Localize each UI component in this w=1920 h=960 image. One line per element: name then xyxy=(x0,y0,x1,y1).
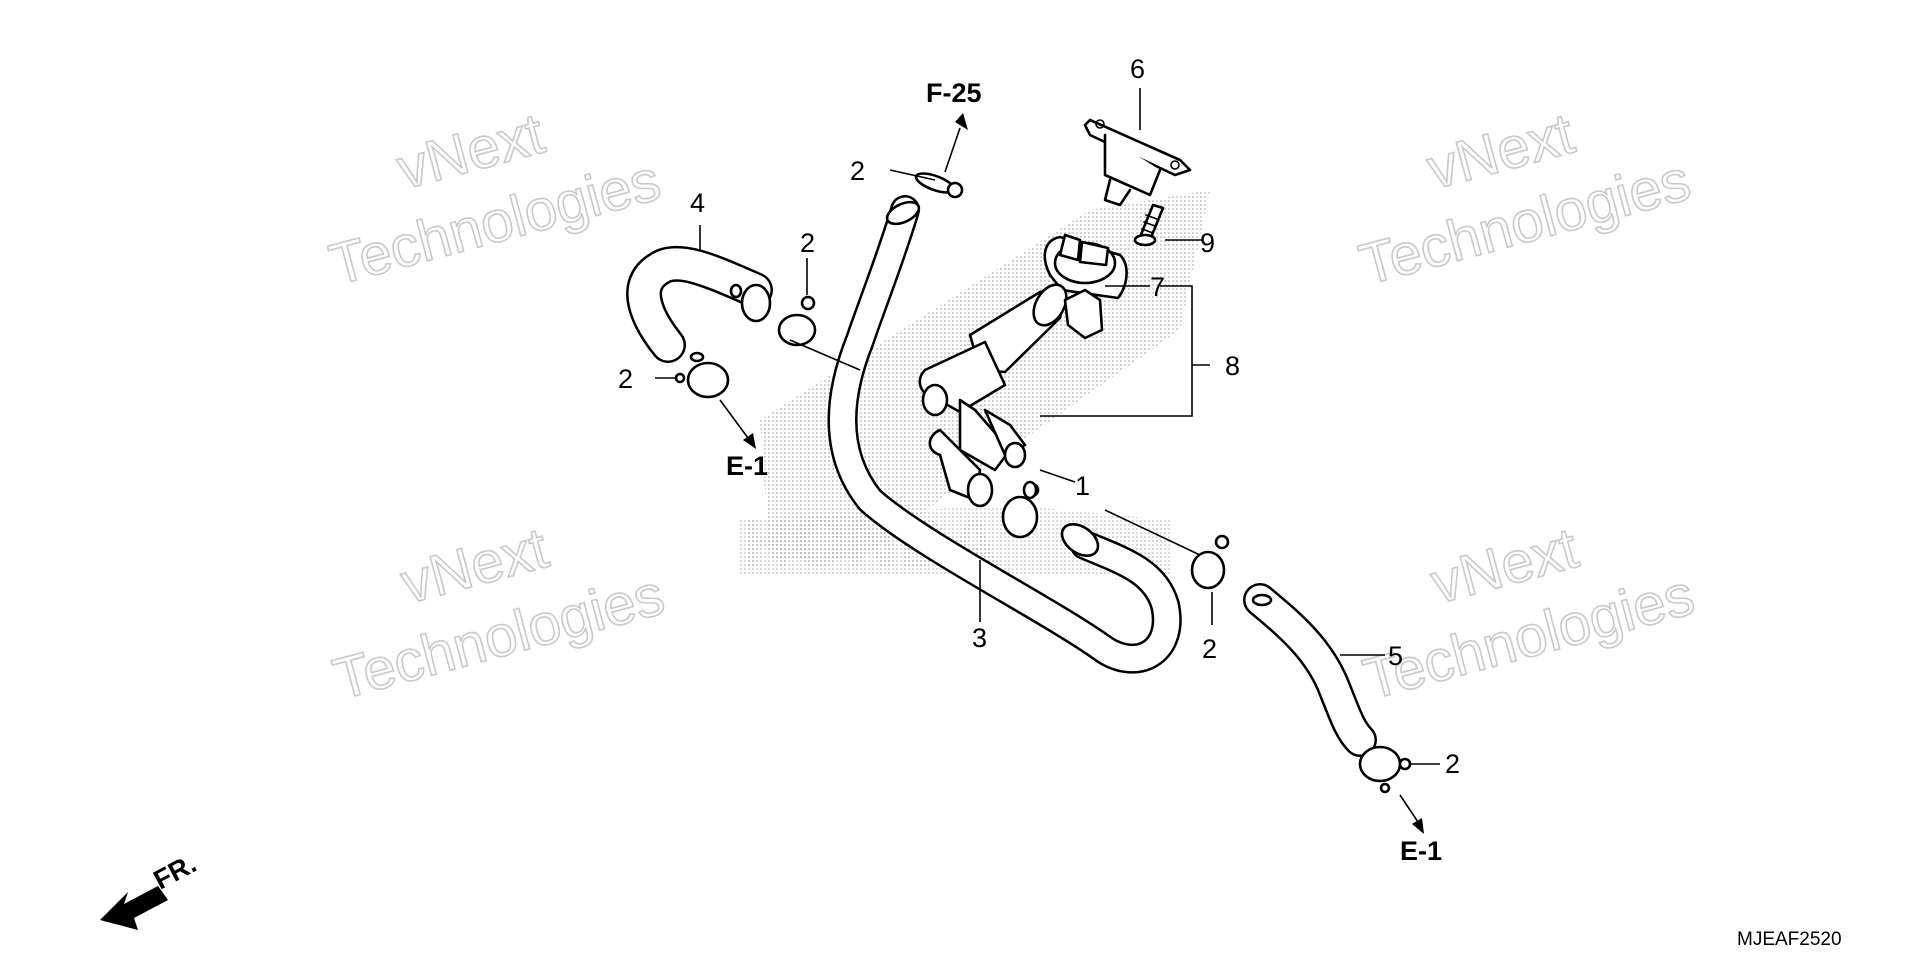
callout-6: 6 xyxy=(1130,54,1145,84)
front-direction-arrow: FR. xyxy=(100,848,201,930)
reference-e1-left: E-1 xyxy=(726,451,768,481)
bracket-part-6 xyxy=(1083,118,1192,207)
valve-assembly-part-8 xyxy=(918,283,1104,508)
diagram-code: MJEAF2520 xyxy=(1737,929,1842,950)
bolt-part-9 xyxy=(1133,203,1165,247)
clamp-part-2-left-lower xyxy=(674,351,730,399)
callout-2-top: 2 xyxy=(850,156,865,186)
hose-part-3 xyxy=(827,195,1182,674)
hose-part-4 xyxy=(626,245,773,363)
watermark-top-right: vNext Technologies xyxy=(1352,100,1697,298)
callout-2-left-lower: 2 xyxy=(618,364,633,394)
callout-8: 8 xyxy=(1225,351,1240,381)
callout-2-left-upper: 2 xyxy=(800,228,815,258)
callout-7: 7 xyxy=(1150,272,1165,302)
arrow-to-e1-left xyxy=(719,399,756,449)
callout-5: 5 xyxy=(1388,641,1403,671)
clamp-part-2-left-upper xyxy=(777,295,817,347)
reference-f25: F-25 xyxy=(926,78,982,108)
callout-4: 4 xyxy=(690,188,705,218)
hose-part-5 xyxy=(1243,583,1377,757)
clamp-part-1 xyxy=(1022,480,1038,500)
callout-2-bottom-right: 2 xyxy=(1445,749,1460,779)
watermark-top-left: vNext Technologies xyxy=(322,100,667,298)
callout-1: 1 xyxy=(1075,471,1090,501)
watermark-bottom-left: vNext Technologies xyxy=(326,515,671,713)
watermark-bottom-right: vNext Technologies xyxy=(1356,515,1701,713)
reference-e1-right: E-1 xyxy=(1400,836,1442,866)
clamp-part-2-bottom-right xyxy=(1358,745,1412,794)
clamp-part-2-right xyxy=(1190,534,1230,590)
rubber-mount-part-7 xyxy=(1043,233,1128,300)
callout-3: 3 xyxy=(972,623,987,653)
leader-lines xyxy=(655,88,1440,765)
arrow-to-f25 xyxy=(944,113,968,173)
clamp-part-2-top xyxy=(914,172,964,199)
arrow-to-e1-right xyxy=(1399,794,1424,834)
callout-2-right: 2 xyxy=(1202,634,1217,664)
callout-9: 9 xyxy=(1200,228,1215,258)
